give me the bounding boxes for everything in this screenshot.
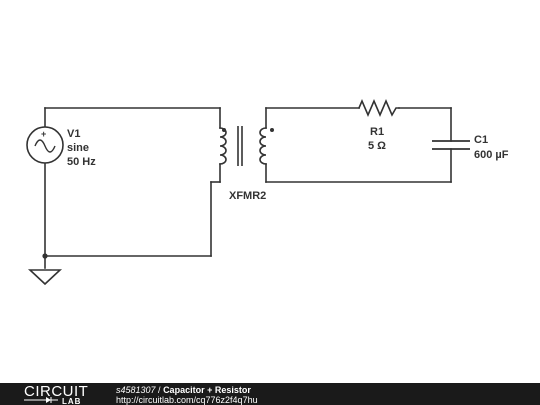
footer-bar: CIRCUIT LAB s4581307 / Capacitor + Resis… — [0, 383, 540, 405]
resistor-r1[interactable]: R1 5 Ω — [357, 98, 400, 152]
v1-freq-label: 50 Hz — [67, 156, 96, 168]
primary-coil-icon — [219, 127, 227, 165]
primary-polarity-dot — [222, 128, 226, 132]
ground-symbol[interactable] — [27, 269, 63, 286]
footer-background — [0, 383, 540, 405]
logo-text-bottom: LAB — [62, 397, 81, 405]
junction-dot — [42, 253, 48, 259]
voltage-source-v1[interactable]: + V1 sine 50 Hz — [26, 126, 96, 168]
secondary-polarity-dot — [270, 128, 274, 132]
ground-icon — [27, 269, 63, 286]
logo-diode-icon — [24, 397, 58, 403]
footer-title-line: s4581307 / Capacitor + Resistor — [116, 385, 251, 395]
logo-text-top: CIRCUIT — [24, 383, 88, 400]
c1-value-label: 600 µF — [474, 149, 509, 161]
secondary-wires — [265, 107, 452, 183]
plus-sign-icon: + — [41, 129, 46, 139]
secondary-coil-icon — [259, 127, 267, 165]
circuitlab-logo[interactable]: CIRCUIT LAB — [24, 383, 88, 405]
r1-value-label: 5 Ω — [368, 140, 386, 152]
primary-wires — [42, 107, 221, 269]
v1-type-label: sine — [67, 142, 89, 154]
capacitor-c1[interactable]: C1 600 µF — [432, 134, 509, 161]
footer-url-link[interactable]: http://circuitlab.com/cq776z2f4q7hu — [116, 395, 258, 405]
footer-separator: / — [156, 385, 164, 395]
r1-name-label: R1 — [370, 126, 384, 138]
footer-title: Capacitor + Resistor — [163, 385, 251, 395]
footer-id: s4581307 — [116, 385, 157, 395]
xfmr-name-label: XFMR2 — [229, 190, 266, 202]
sine-wave-icon — [34, 139, 56, 153]
transformer-xfmr2[interactable]: XFMR2 — [219, 126, 274, 202]
resistor-icon — [357, 98, 400, 118]
v1-name-label: V1 — [67, 128, 80, 140]
c1-name-label: C1 — [474, 134, 488, 146]
